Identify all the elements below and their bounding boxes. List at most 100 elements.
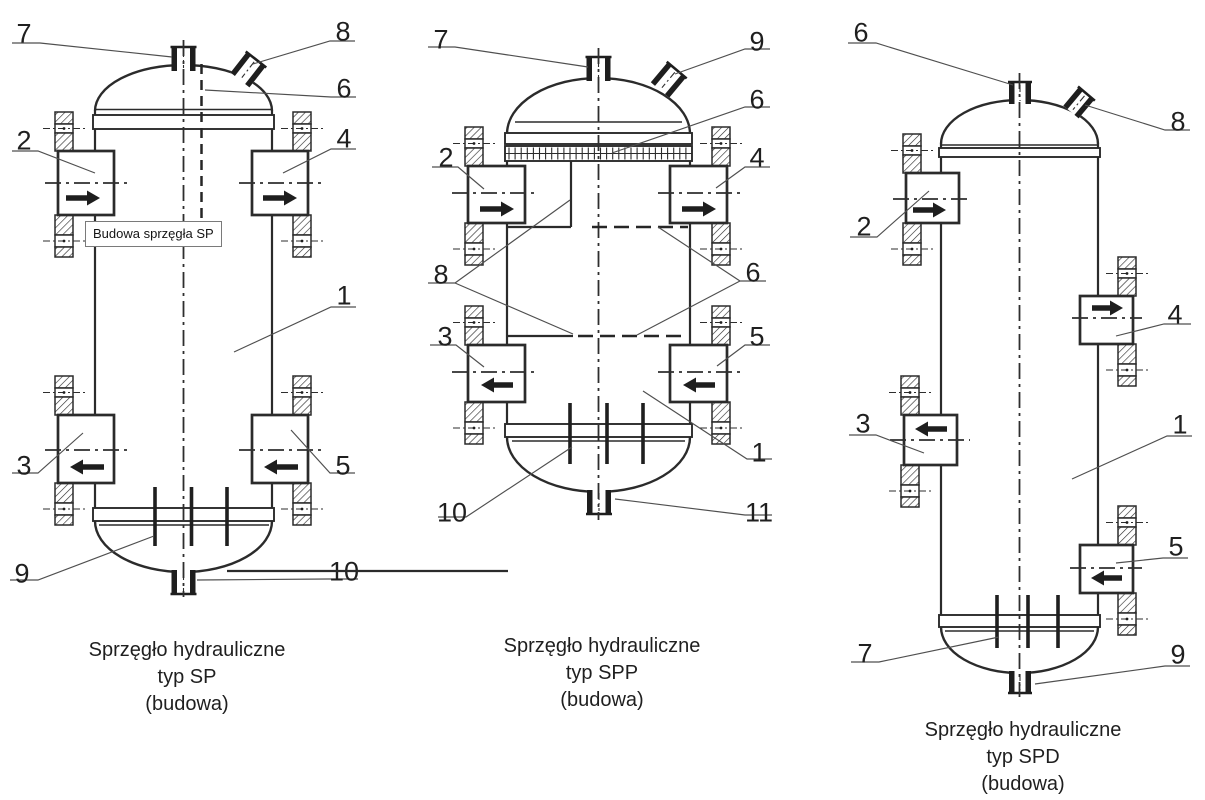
flange-hatch: [54, 375, 74, 389]
sensor-nozzle: [230, 50, 268, 88]
flange-hatch: [902, 254, 922, 266]
flange-hatch: [54, 111, 74, 125]
callout-number: 9: [749, 27, 764, 57]
leader-line: [204, 89, 356, 98]
caption-line: Sprzęgło hydrauliczne: [503, 635, 701, 657]
flange-hatch: [292, 246, 312, 258]
nozzle-wall: [605, 57, 611, 81]
flange-hatch: [292, 214, 312, 236]
flange-hatch: [292, 111, 312, 125]
bolt-dot: [908, 391, 912, 394]
bolt-dot: [62, 239, 66, 243]
leader-line: [674, 48, 770, 75]
leader-line: [282, 148, 356, 174]
leader-line: [716, 344, 770, 367]
callout-number: 6: [749, 85, 764, 115]
bolt-dot: [719, 321, 723, 324]
leader-line: [252, 40, 355, 65]
leader-line: [12, 150, 96, 174]
flow-arrow: [70, 459, 104, 475]
flange-hatch: [464, 126, 484, 140]
callout-number: 3: [16, 451, 31, 481]
port-box: [250, 413, 310, 485]
flange-hatch: [1117, 277, 1137, 297]
bolt-dot: [300, 391, 304, 394]
bolt-dot: [62, 391, 66, 394]
callout-number: 1: [336, 281, 351, 311]
leader-line: [851, 636, 1000, 663]
bolt-dot: [910, 247, 914, 251]
flange-hatch: [900, 496, 920, 508]
callout-number: 11: [745, 498, 773, 528]
callout-number: 5: [335, 451, 350, 481]
leader-line: [432, 166, 485, 190]
leader-line: [10, 535, 155, 581]
port-box: [56, 413, 116, 485]
flange-hatch: [54, 514, 74, 526]
flange-hatch: [1117, 592, 1137, 614]
nozzle-cap: [244, 50, 268, 69]
bolt-dot: [1125, 272, 1129, 275]
callout-number: 10: [437, 498, 467, 528]
bolt-dot: [472, 321, 476, 324]
bolt-dot: [472, 426, 476, 430]
callout-number: 6: [336, 74, 351, 104]
callout-number: 4: [1167, 300, 1182, 330]
nozzle-cap: [1077, 85, 1096, 102]
callout-number: 8: [433, 260, 448, 290]
callout-number: 6: [745, 258, 760, 288]
port-box: [1078, 543, 1135, 595]
port-box: [1078, 294, 1135, 346]
flange-hatch: [54, 132, 74, 152]
caption-line: (budowa): [145, 693, 229, 715]
callout-number: 7: [16, 19, 31, 49]
connection-port: [239, 375, 323, 526]
flow-arrow: [1091, 570, 1122, 586]
flange-hatch: [711, 147, 731, 167]
flange-hatch: [292, 514, 312, 526]
flange-hatch: [464, 254, 484, 266]
callout-number: 4: [749, 143, 764, 173]
flange-hatch: [711, 433, 731, 445]
caption-line: Sprzęgło hydrauliczne: [924, 719, 1122, 741]
flange-hatch: [711, 222, 731, 244]
leader-line: [12, 42, 173, 58]
sensor-nozzle: [1063, 85, 1096, 119]
nozzle-wall: [1025, 82, 1031, 104]
flange-hatch: [464, 433, 484, 445]
caption-spp: Sprzęgło hydrauliczne typ SPP (budowa): [472, 633, 732, 714]
callout-number: 1: [751, 438, 766, 468]
connection-port: [658, 305, 743, 445]
flange-hatch: [292, 132, 312, 152]
nozzle-wall: [664, 74, 686, 98]
diffuser-grid: [568, 403, 645, 464]
nozzle-wall: [1009, 671, 1015, 693]
leader-line: [715, 166, 770, 189]
flange-hatch: [1117, 624, 1137, 636]
callout-number: 3: [855, 409, 870, 439]
flange-hatch: [1117, 526, 1137, 546]
nozzle-wall: [245, 63, 266, 88]
leader-line: [848, 42, 1014, 86]
leader-line: [290, 429, 355, 474]
flow-arrow: [481, 377, 513, 393]
flow-arrow: [1092, 300, 1123, 316]
connection-port: [452, 126, 537, 266]
nozzle-wall: [650, 62, 672, 86]
callout-number: 5: [1168, 532, 1183, 562]
flange-hatch: [54, 214, 74, 236]
leader-line: [611, 106, 770, 154]
leader-line: [1034, 665, 1190, 685]
callout-number: 9: [1170, 640, 1185, 670]
port-box: [668, 164, 729, 225]
internal-baffle: [227, 161, 573, 573]
connection-port: [239, 111, 323, 258]
leader-line: [1084, 104, 1190, 131]
flow-arrow: [263, 190, 297, 206]
leader-line: [642, 390, 772, 460]
flow-arrow: [682, 201, 716, 217]
nozzle-wall: [190, 47, 196, 71]
